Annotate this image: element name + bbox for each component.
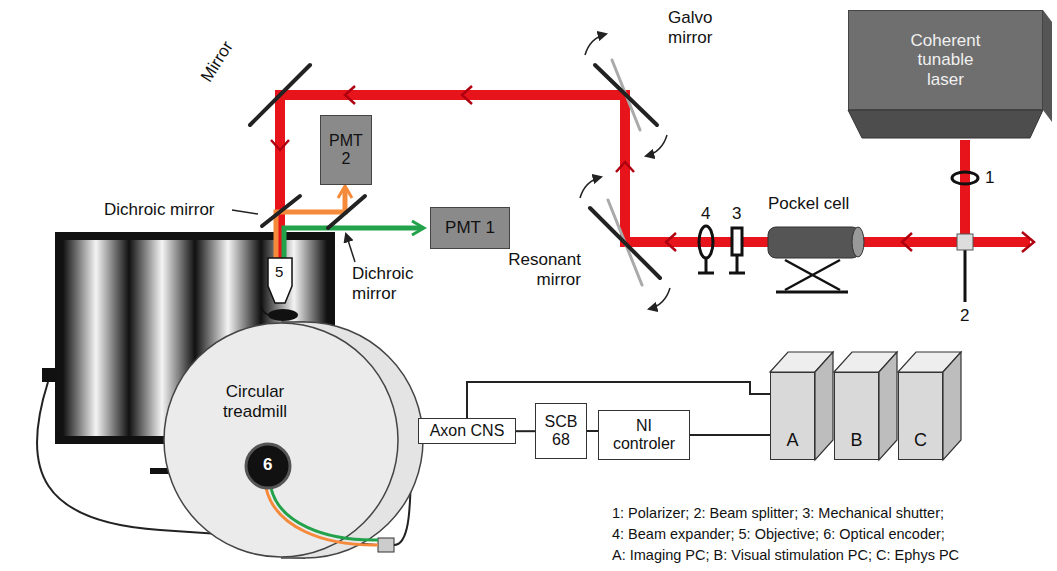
legend-note: 4: Beam expander; 5: Objective; 6: Optic… — [612, 526, 945, 543]
pc-tower: B — [834, 372, 879, 460]
scan-arrows — [580, 34, 670, 309]
callout-number: 6 — [263, 455, 272, 475]
mirror-label: Mirror — [197, 38, 237, 86]
pc-tower: C — [898, 372, 943, 460]
node-text: A — [786, 430, 798, 451]
signal-wire — [516, 430, 535, 432]
connector-block: SCB 68 — [535, 403, 587, 459]
legend-note: A: Imaging PC; B: Visual stimulation PC;… — [612, 547, 959, 564]
node-text: B — [850, 430, 862, 451]
node-text: PMT 2 — [326, 132, 366, 169]
signal-wire — [690, 434, 770, 436]
leader-line — [232, 210, 258, 214]
node-text: PMT 1 — [445, 218, 495, 238]
mouse — [262, 306, 298, 321]
callout-number: 5 — [275, 263, 283, 280]
device-label: Pockel cell — [768, 194, 849, 214]
computers — [770, 352, 961, 460]
pmt-box: PMT 1 — [430, 207, 510, 249]
pockel-cell — [768, 227, 864, 292]
pc-tower: A — [770, 372, 815, 460]
splitter-mount — [964, 250, 967, 302]
objective — [268, 258, 292, 303]
laser-box: Coherent tunable laser — [848, 10, 1043, 110]
laser-beam — [275, 90, 1030, 262]
beam-expander — [698, 226, 714, 273]
node-text: Axon CNS — [430, 422, 505, 440]
mirror-label: Dichroic mirror — [104, 200, 215, 220]
polarizer — [952, 172, 978, 184]
node-text: NI controler — [604, 417, 684, 454]
amplifier-box: Axon CNS — [418, 418, 516, 444]
signal-wire — [587, 430, 598, 432]
callout-number: 3 — [732, 204, 741, 224]
mirror-label: Resonant mirror — [495, 250, 581, 289]
treadmill-disc: Circular treadmill — [163, 322, 399, 558]
mechanical-shutter — [729, 228, 745, 273]
node-text: C — [914, 430, 927, 451]
legend-note: 1: Polarizer; 2: Beam splitter; 3: Mecha… — [612, 505, 944, 522]
callout-number: 2 — [960, 306, 969, 326]
mirrors — [250, 60, 660, 285]
leader-line — [346, 234, 355, 262]
mirror-label: Galvo mirror — [668, 8, 730, 47]
node-text: Coherent tunable laser — [898, 31, 993, 90]
callout-number: 1 — [985, 168, 994, 188]
mirror-label: Dichroic mirror — [352, 264, 432, 303]
daq-controller: NI controler — [598, 410, 690, 460]
treadmill-shape — [163, 322, 399, 558]
callout-number: 4 — [701, 204, 710, 224]
cable-connector — [378, 538, 394, 552]
pmt-box: PMT 2 — [320, 115, 372, 185]
node-text: SCB 68 — [541, 413, 581, 450]
node-text: Circular treadmill — [200, 382, 310, 421]
beam-splitter — [957, 234, 973, 250]
laser-housing — [848, 10, 1052, 138]
